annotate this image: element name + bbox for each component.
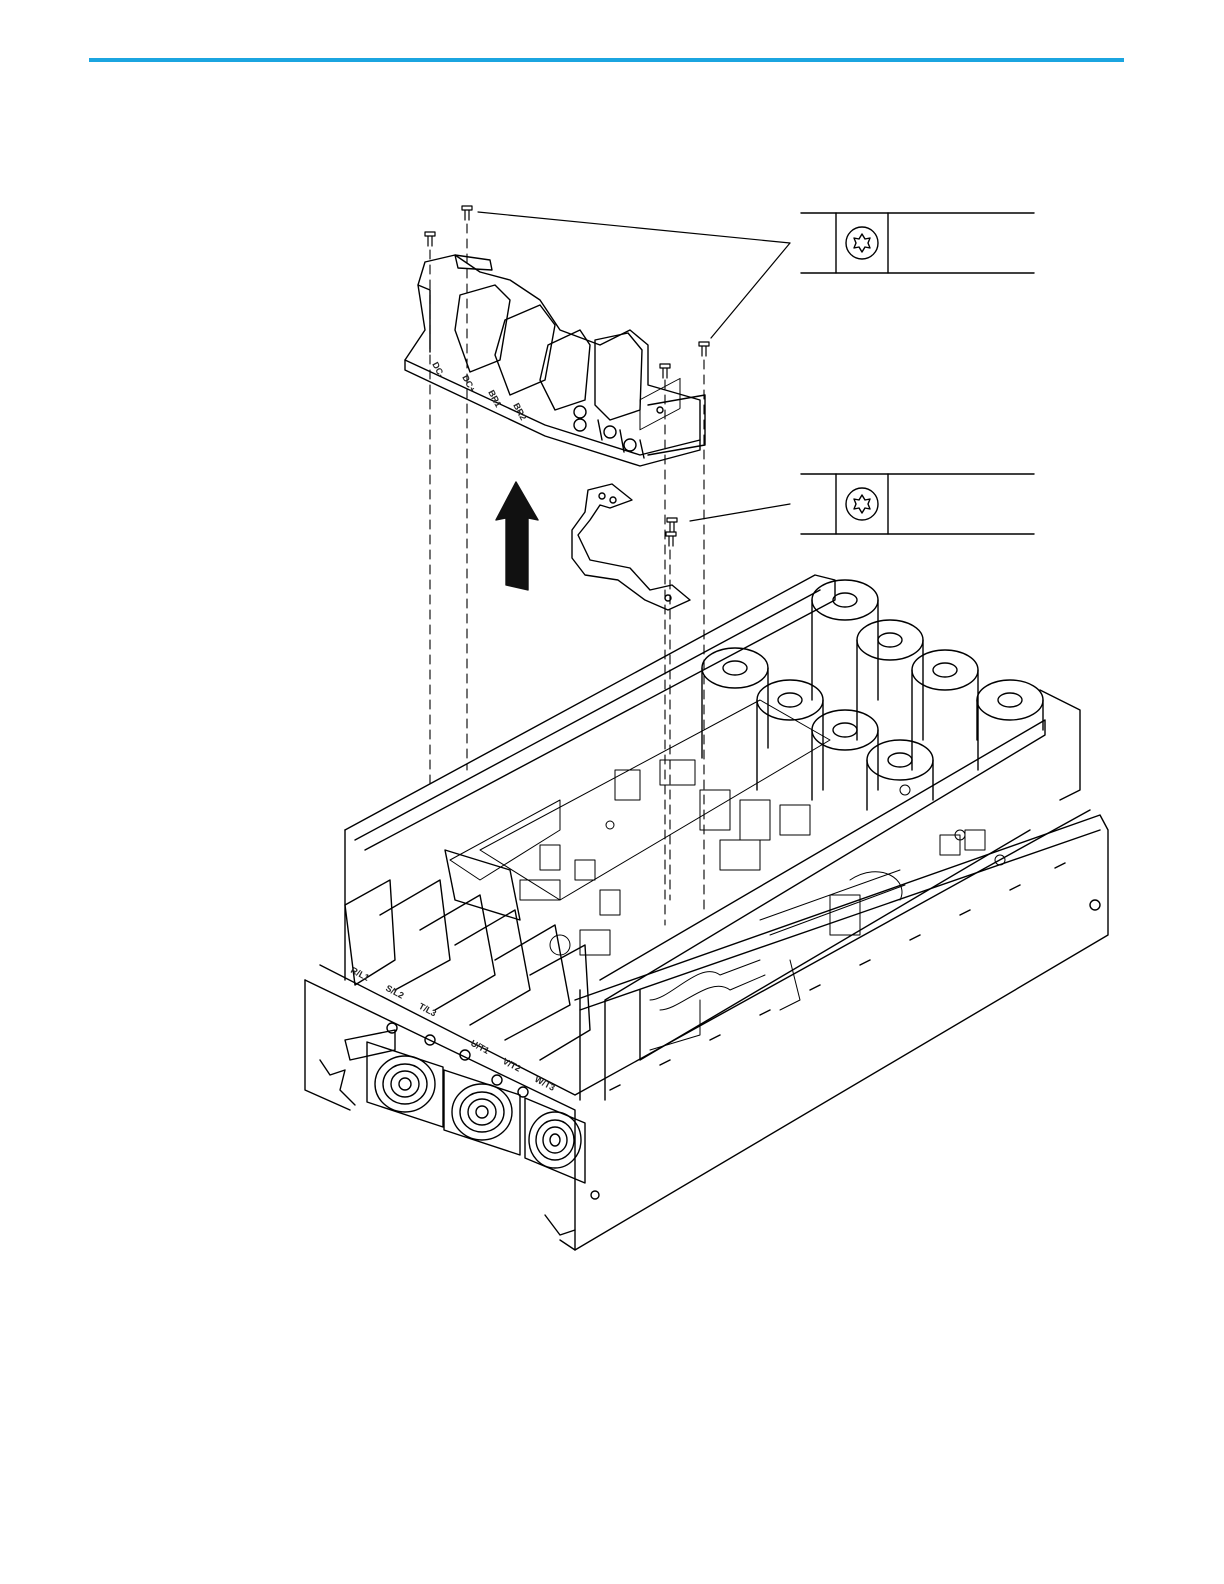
board-labels: DC- DC+ BR1 BR2 — [430, 360, 528, 422]
bus-bar — [572, 484, 690, 610]
svg-text:V/T2: V/T2 — [501, 1056, 522, 1074]
leader-lines — [478, 212, 790, 521]
alignment-lines — [430, 224, 704, 925]
harness-and-connectors — [650, 830, 1005, 1050]
torx-icon — [846, 488, 878, 520]
arrow-up-icon — [496, 482, 538, 590]
torx-icon — [846, 227, 878, 259]
drive-chassis — [305, 575, 1108, 1250]
svg-text:DC+: DC+ — [460, 373, 477, 394]
callout-top — [801, 213, 1034, 273]
power-terminal-barriers — [345, 850, 590, 1060]
svg-text:DC-: DC- — [430, 360, 446, 379]
svg-text:BR2: BR2 — [511, 401, 528, 422]
capacitor-bank — [702, 580, 1043, 810]
svg-text:W/T3: W/T3 — [533, 1074, 557, 1093]
svg-text:U/T1: U/T1 — [469, 1038, 491, 1056]
svg-text:R/L1: R/L1 — [349, 965, 371, 983]
callout-bottom — [801, 474, 1034, 534]
terminal-block-assembly — [405, 255, 705, 466]
control-board — [450, 378, 910, 955]
